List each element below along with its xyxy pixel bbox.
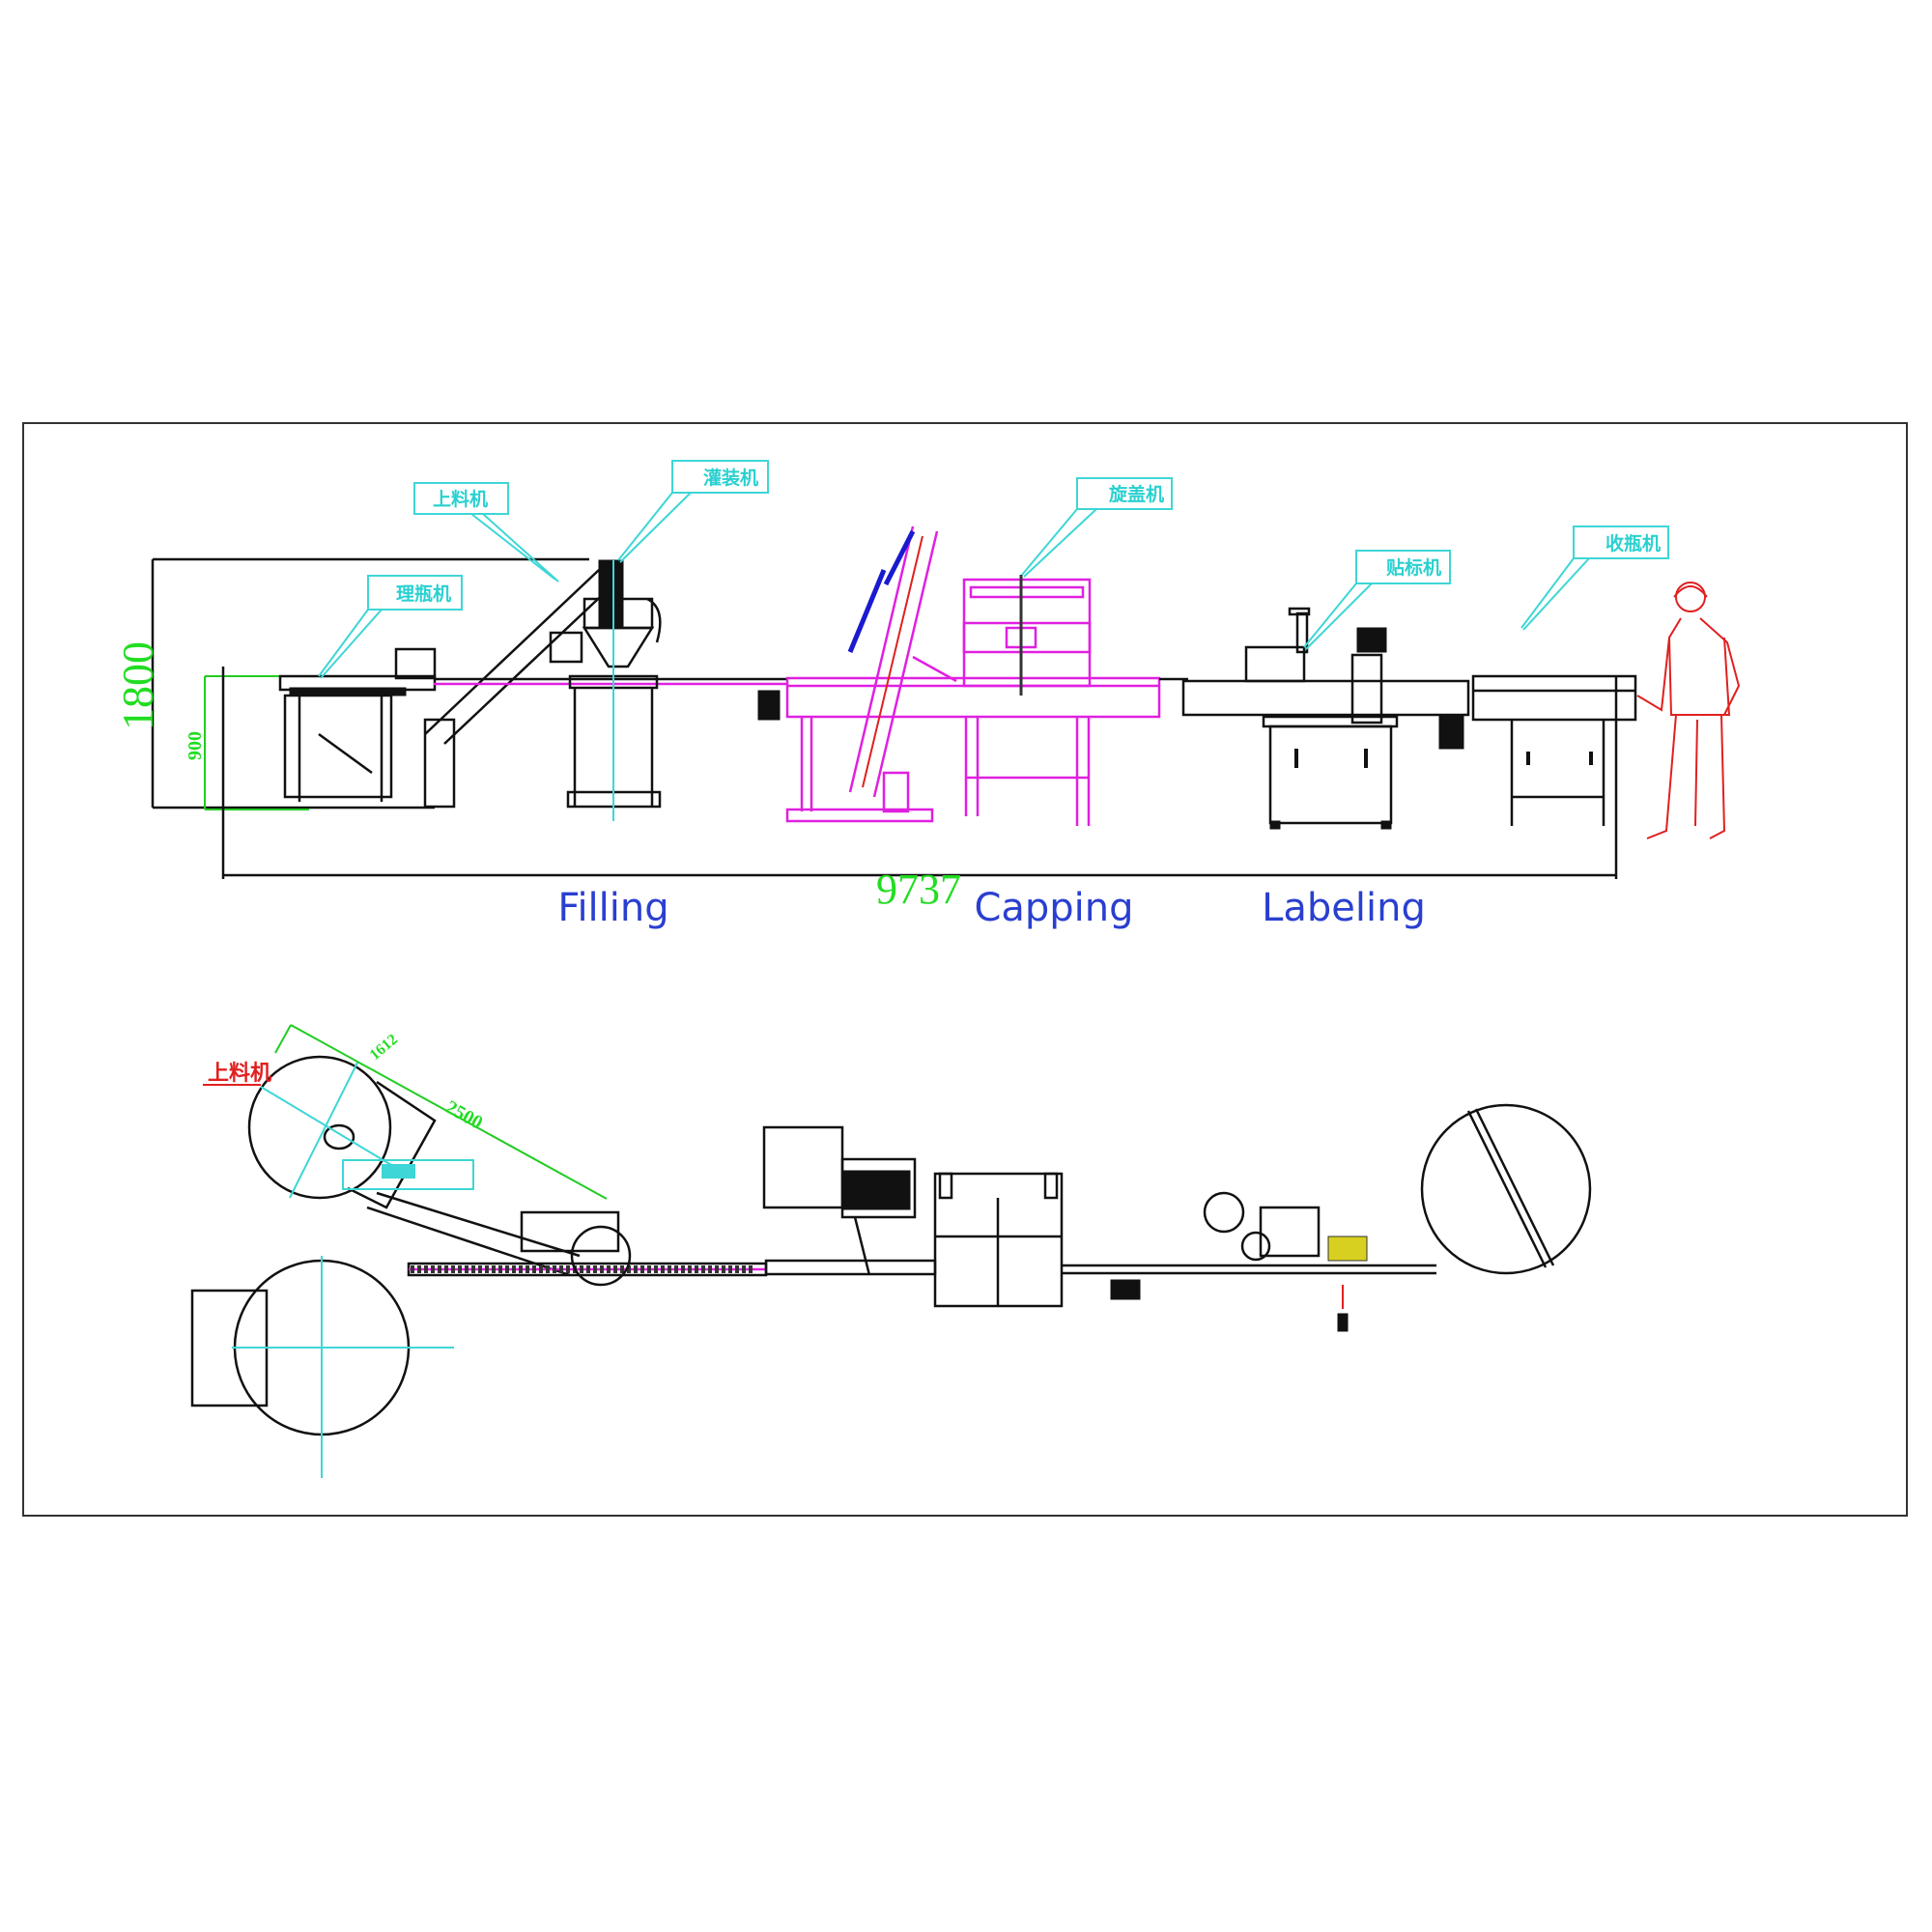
auger-filler [549,559,662,821]
unscrambler-turntable-plan [190,1256,454,1478]
dimension-9737: 9737 [221,667,1618,913]
callout-labeler-label: 贴标机 [1386,557,1441,579]
labeling-machine [1181,607,1470,830]
dimension-1800-label: 1800 [113,641,162,730]
dimension-900: 900 [185,675,309,810]
elevation-view: 1800 900 9737 [113,460,1741,930]
dimension-900-label: 900 [185,731,206,760]
callout-filler: 灌装机 [617,460,769,563]
labeler-plan [1203,1191,1368,1332]
section-label-capping: Capping [974,886,1133,930]
callout-capper: 旋盖机 [1021,477,1173,578]
callout-labeler: 贴标机 [1303,550,1451,650]
section-label-labeling: Labeling [1262,886,1426,930]
dimension-2500: 2500 1612 [274,1024,608,1200]
bottle-unscrambler [278,647,437,802]
capper-plan [762,1125,1064,1308]
section-label-filling: Filling [557,886,668,930]
plan-view: 上料机 2500 1612 [190,1024,1592,1478]
collector-turntable-plan [1420,1103,1592,1275]
capping-machine [785,526,1161,826]
callout-capper-label: 旋盖机 [1108,483,1164,505]
conveyor-motor [757,690,781,721]
drawing-frame [22,422,1908,1517]
callout-collector-label: 收瓶机 [1605,532,1661,554]
callout-loader: 上料机 [413,482,559,582]
callout-loader-label: 上料机 [433,488,488,510]
plan-conveyor [407,1210,1436,1300]
callout-unscrambler: 理瓶机 [318,575,463,679]
callout-collector: 收瓶机 [1520,526,1669,631]
callout-unscrambler-label: 理瓶机 [396,583,451,605]
loader-hopper-plan: 上料机 [203,1055,581,1277]
plan-loader-label: 上料机 [208,1062,271,1086]
dimension-1800: 1800 [113,557,589,810]
bottle-collecting-table [1471,674,1637,826]
dimension-9737-label: 9737 [876,866,961,913]
dimension-1612-label: 1612 [367,1031,401,1064]
callout-filler-label: 灌装机 [703,467,758,489]
operator-figure [1636,582,1741,839]
